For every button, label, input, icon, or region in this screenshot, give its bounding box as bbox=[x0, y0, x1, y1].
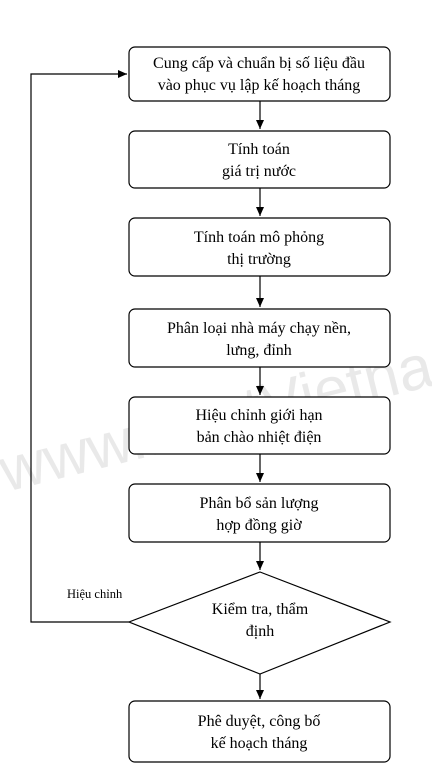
node-n7-decision: Kiểm tra, thẩm định bbox=[127, 571, 392, 675]
node-n2-line-2: giá trị nước bbox=[222, 163, 296, 180]
node-n2: Tính toán giá trị nước bbox=[128, 130, 391, 189]
node-n3-line-2: thị trường bbox=[227, 251, 291, 268]
node-n5-line-2: bản chào nhiệt điện bbox=[197, 429, 322, 446]
node-n3-line-1: Tính toán mô phỏng bbox=[194, 229, 324, 246]
node-n7-line-2: định bbox=[246, 623, 274, 640]
node-n1-line-1: Cung cấp và chuẩn bị số liệu đầu bbox=[153, 55, 365, 72]
node-n1-line-2: vào phục vụ lập kế hoạch tháng bbox=[158, 77, 361, 94]
node-n5: Hiệu chỉnh giới hạn bản chào nhiệt điện bbox=[128, 396, 391, 455]
node-n8-line-2: kế hoạch tháng bbox=[211, 735, 308, 752]
node-n4-line-1: Phân loại nhà máy chạy nền, bbox=[167, 320, 351, 337]
node-n4-line-2: lưng, đỉnh bbox=[226, 342, 292, 359]
node-n2-line-1: Tính toán bbox=[228, 141, 290, 158]
node-n5-line-1: Hiệu chỉnh giới hạn bbox=[195, 407, 322, 424]
node-n8-line-1: Phê duyệt, công bố bbox=[198, 713, 321, 730]
node-n4: Phân loại nhà máy chạy nền, lưng, đỉnh bbox=[128, 308, 391, 368]
node-n1: Cung cấp và chuẩn bị số liệu đầu vào phụ… bbox=[128, 46, 391, 102]
node-n7-line-1: Kiểm tra, thẩm bbox=[212, 601, 309, 618]
node-n6-line-2: hợp đồng giờ bbox=[216, 517, 302, 534]
node-n6: Phân bổ sản lượng hợp đồng giờ bbox=[128, 483, 391, 543]
feedback-edge-label: Hiệu chỉnh bbox=[67, 587, 123, 601]
node-n6-line-1: Phân bổ sản lượng bbox=[200, 495, 319, 512]
arrow-n7-n1-feedback bbox=[30, 70, 129, 623]
node-n3: Tính toán mô phỏng thị trường bbox=[128, 217, 391, 277]
edges bbox=[30, 70, 264, 699]
node-n8: Phê duyệt, công bố kế hoạch tháng bbox=[128, 700, 391, 763]
